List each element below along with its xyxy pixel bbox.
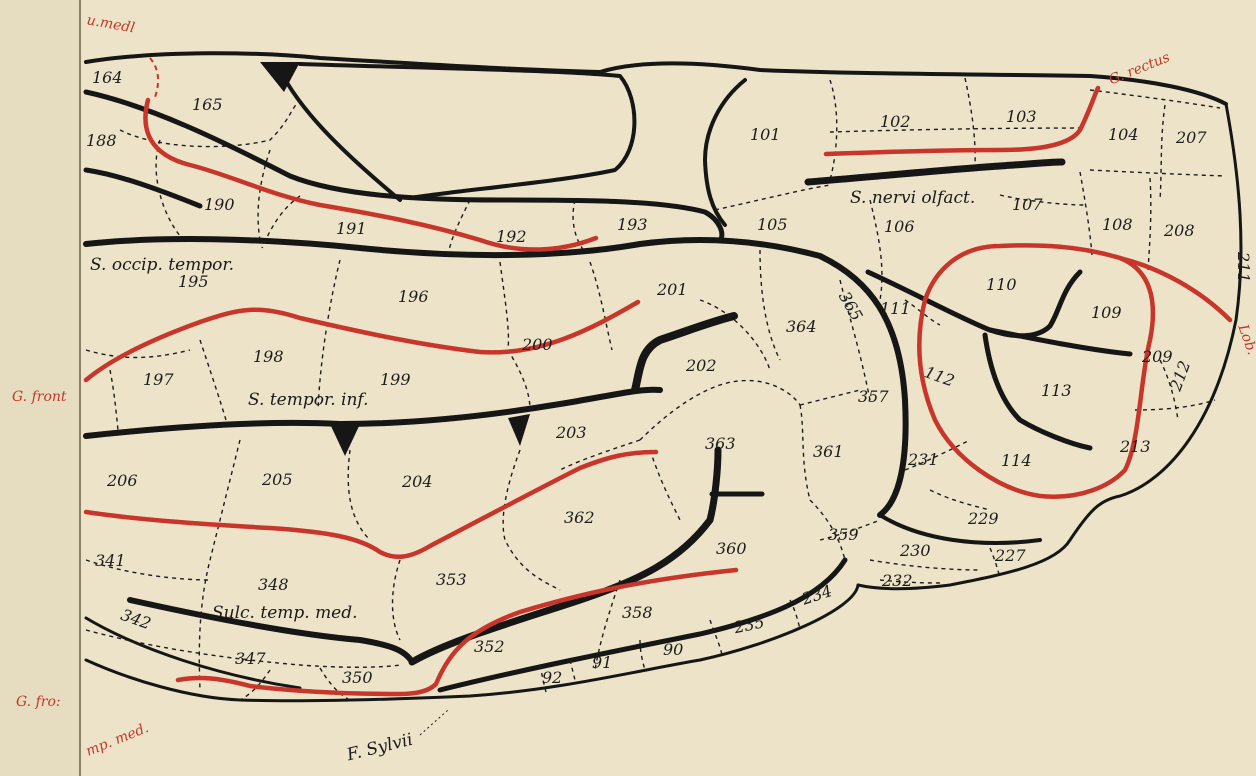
field-110: 110 xyxy=(986,275,1017,294)
field-362: 362 xyxy=(564,508,595,527)
label-sulc-temp-med: Sulc. temp. med. xyxy=(212,603,358,623)
field-227: 227 xyxy=(994,546,1026,565)
field-341: 341 xyxy=(95,551,126,570)
field-106: 106 xyxy=(884,217,915,236)
field-203: 203 xyxy=(555,423,587,442)
field-104: 104 xyxy=(1108,125,1139,144)
field-193: 193 xyxy=(617,215,648,234)
label-s-tempor-inf: S. tempor. inf. xyxy=(248,390,369,410)
field-208: 208 xyxy=(1163,221,1195,240)
field-358: 358 xyxy=(622,603,653,622)
field-108: 108 xyxy=(1102,215,1133,234)
field-107: 107 xyxy=(1012,195,1043,214)
field-90: 90 xyxy=(663,640,683,659)
field-103: 103 xyxy=(1006,107,1037,126)
field-206: 206 xyxy=(106,471,138,490)
field-348: 348 xyxy=(258,575,289,594)
label-g-fro-bottom: G. fro: xyxy=(16,694,61,710)
field-211: 211 xyxy=(1234,251,1253,283)
field-191: 191 xyxy=(336,219,367,238)
field-232: 232 xyxy=(881,571,913,590)
field-196: 196 xyxy=(398,287,429,306)
field-229: 229 xyxy=(967,509,999,528)
field-101: 101 xyxy=(750,125,781,144)
field-105: 105 xyxy=(757,215,788,234)
field-205: 205 xyxy=(261,470,293,489)
field-360: 360 xyxy=(716,539,747,558)
field-230: 230 xyxy=(899,541,931,560)
field-207: 207 xyxy=(1175,128,1207,147)
field-192: 192 xyxy=(496,227,527,246)
field-231: 231 xyxy=(907,450,939,469)
field-111: 111 xyxy=(880,299,911,318)
field-113: 113 xyxy=(1041,381,1072,400)
left-margin-strip xyxy=(0,0,80,776)
field-213: 213 xyxy=(1119,437,1151,456)
label-g-front-left: G. front xyxy=(12,389,67,405)
field-165: 165 xyxy=(192,95,223,114)
field-202: 202 xyxy=(685,356,717,375)
field-364: 364 xyxy=(786,317,817,336)
field-114: 114 xyxy=(1001,451,1032,470)
field-352: 352 xyxy=(474,637,505,656)
field-200: 200 xyxy=(521,335,553,354)
field-197: 197 xyxy=(143,370,174,389)
label-s-nervi-olfact: S. nervi olfact. xyxy=(850,188,975,208)
field-198: 198 xyxy=(253,347,284,366)
field-102: 102 xyxy=(880,112,911,131)
field-164: 164 xyxy=(92,68,123,87)
field-209: 209 xyxy=(1141,347,1173,366)
field-201: 201 xyxy=(656,280,688,299)
field-353: 353 xyxy=(436,570,467,589)
field-361: 361 xyxy=(813,442,844,461)
field-188: 188 xyxy=(86,131,117,150)
field-347: 347 xyxy=(235,649,266,668)
field-190: 190 xyxy=(204,195,235,214)
field-92: 92 xyxy=(542,668,562,687)
field-363: 363 xyxy=(705,434,736,453)
field-204: 204 xyxy=(401,472,433,491)
field-199: 199 xyxy=(380,370,411,389)
field-359: 359 xyxy=(828,525,859,544)
field-350: 350 xyxy=(342,668,373,687)
field-91: 91 xyxy=(592,653,612,672)
field-109: 109 xyxy=(1091,303,1122,322)
label-s-occip-tempor: S. occip. tempor. xyxy=(90,255,234,275)
field-357: 357 xyxy=(858,387,889,406)
